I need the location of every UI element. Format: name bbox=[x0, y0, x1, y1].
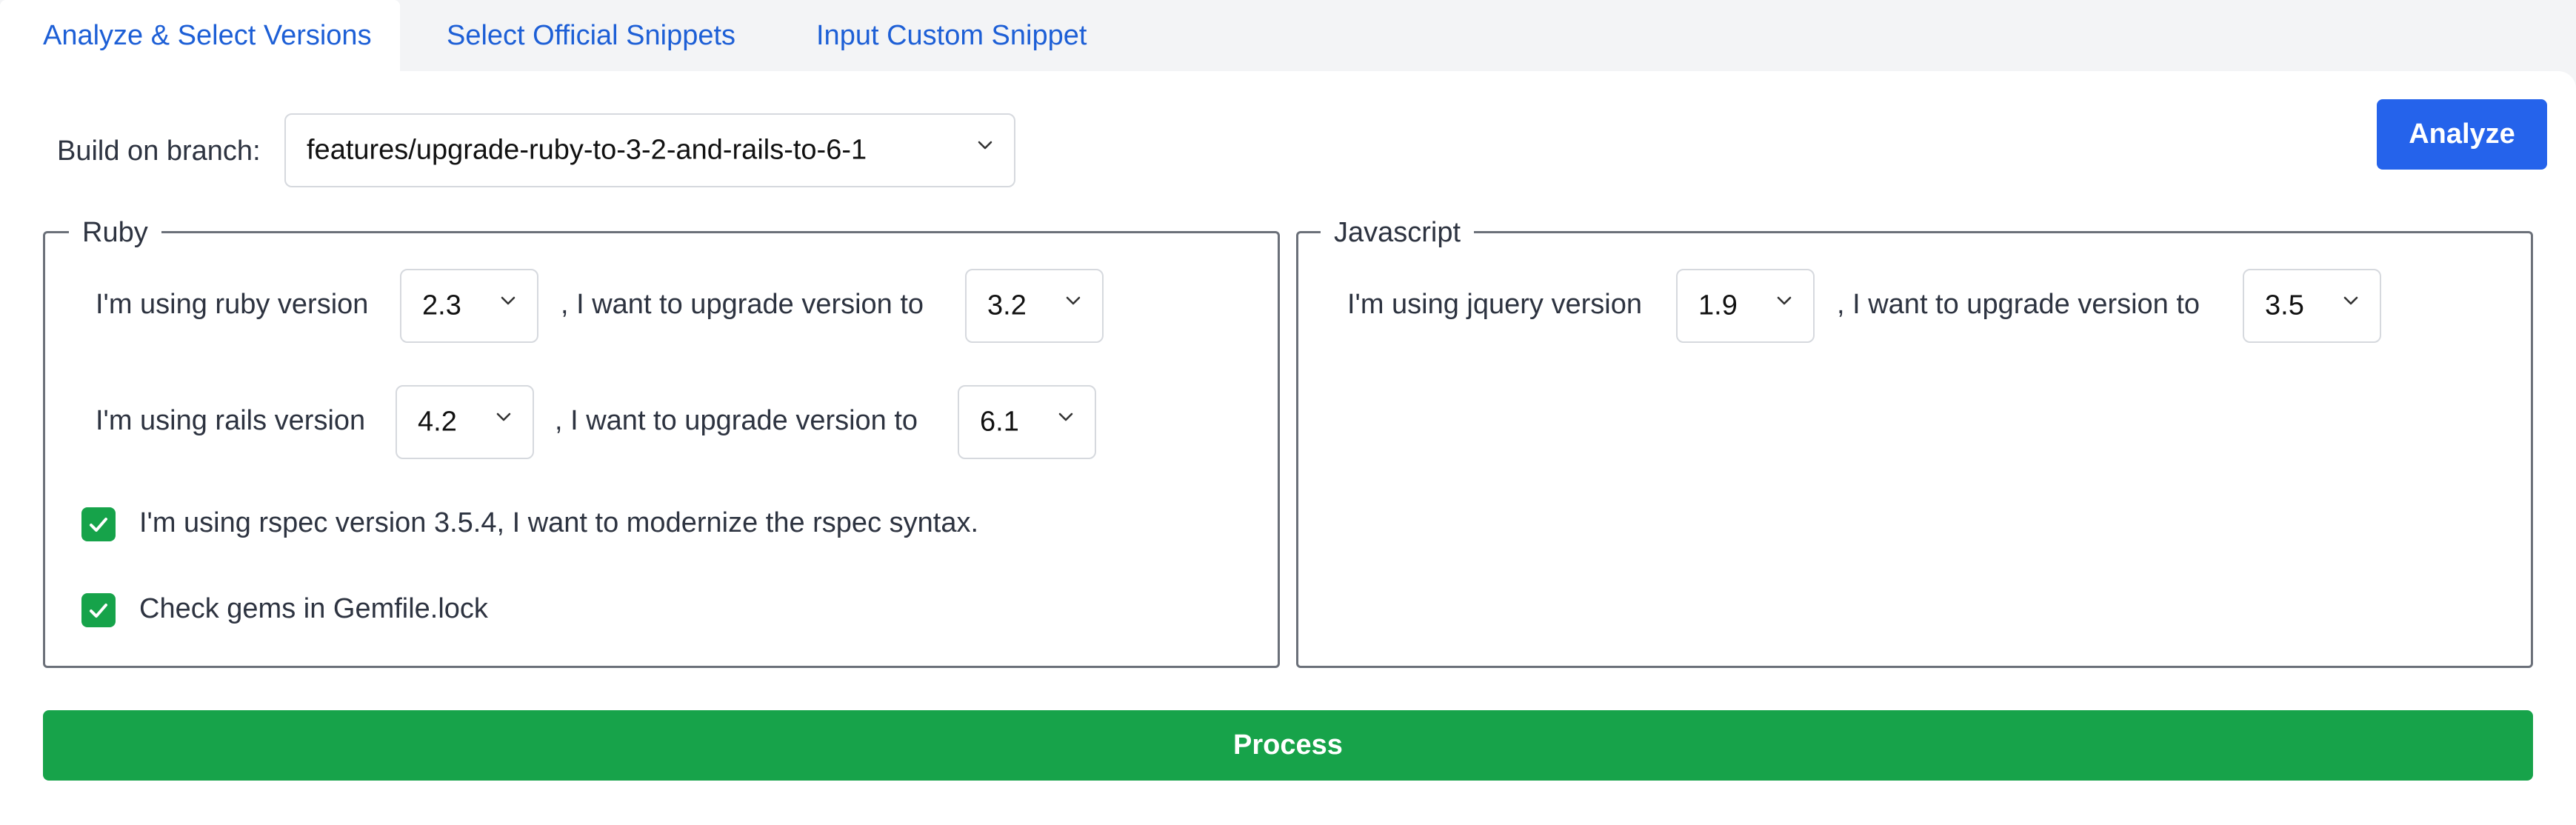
ruby-current-version-value: 2.3 bbox=[422, 290, 461, 321]
rails-current-version-value: 4.2 bbox=[418, 406, 457, 438]
rails-current-version-select[interactable]: 4.2 bbox=[396, 385, 534, 459]
chevron-down-icon bbox=[977, 137, 993, 153]
tab-select-official-snippets[interactable]: Select Official Snippets bbox=[447, 20, 736, 51]
ruby-target-version-select[interactable]: 3.2 bbox=[965, 269, 1104, 343]
rails-target-version-select[interactable]: 6.1 bbox=[958, 385, 1096, 459]
rails-upgrade-text: , I want to upgrade version to bbox=[555, 405, 918, 436]
rspec-checkbox[interactable] bbox=[81, 507, 116, 541]
jquery-target-version-value: 3.5 bbox=[2265, 290, 2304, 321]
ruby-legend: Ruby bbox=[69, 216, 161, 249]
process-button[interactable]: Process bbox=[43, 710, 2533, 781]
rspec-label[interactable]: I'm using rspec version 3.5.4, I want to… bbox=[139, 507, 979, 538]
chevron-down-icon bbox=[1776, 293, 1792, 309]
jquery-upgrade-text: , I want to upgrade version to bbox=[1837, 289, 2200, 320]
chevron-down-icon bbox=[495, 409, 512, 425]
tab-bar: Analyze & Select Versions Select Officia… bbox=[0, 0, 2576, 71]
ruby-fieldset bbox=[43, 231, 1280, 668]
gems-checkbox[interactable] bbox=[81, 593, 116, 627]
javascript-legend: Javascript bbox=[1321, 216, 1475, 249]
chevron-down-icon bbox=[1058, 409, 1074, 425]
chevron-down-icon bbox=[500, 293, 516, 309]
jquery-target-version-select[interactable]: 3.5 bbox=[2243, 269, 2381, 343]
checkmark-icon bbox=[81, 507, 116, 541]
checkmark-icon bbox=[81, 593, 116, 627]
rails-target-version-value: 6.1 bbox=[980, 406, 1019, 438]
chevron-down-icon bbox=[2343, 293, 2359, 309]
ruby-current-version-select[interactable]: 2.3 bbox=[400, 269, 538, 343]
branch-label: Build on branch: bbox=[57, 136, 261, 167]
jquery-current-version-select[interactable]: 1.9 bbox=[1676, 269, 1815, 343]
jquery-version-prefix: I'm using jquery version bbox=[1347, 289, 1642, 320]
tab-input-custom-snippet[interactable]: Input Custom Snippet bbox=[816, 20, 1087, 51]
jquery-current-version-value: 1.9 bbox=[1698, 290, 1738, 321]
ruby-upgrade-text: , I want to upgrade version to bbox=[561, 289, 924, 320]
tab-analyze-select-versions[interactable]: Analyze & Select Versions bbox=[0, 0, 400, 71]
analyze-button[interactable]: Analyze bbox=[2377, 99, 2547, 170]
rails-version-prefix: I'm using rails version bbox=[96, 405, 366, 436]
gems-label[interactable]: Check gems in Gemfile.lock bbox=[139, 593, 488, 624]
branch-select[interactable]: features/upgrade-ruby-to-3-2-and-rails-t… bbox=[284, 113, 1015, 187]
branch-select-value: features/upgrade-ruby-to-3-2-and-rails-t… bbox=[307, 134, 867, 166]
chevron-down-icon bbox=[1065, 293, 1081, 309]
ruby-target-version-value: 3.2 bbox=[987, 290, 1027, 321]
javascript-fieldset bbox=[1296, 231, 2533, 668]
ruby-version-prefix: I'm using ruby version bbox=[96, 289, 369, 320]
